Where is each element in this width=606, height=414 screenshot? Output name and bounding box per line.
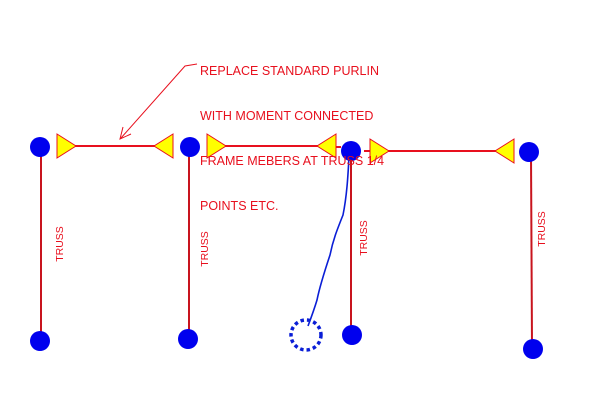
- note-line-3: FRAME MEBERS AT TRUSS 1/4: [200, 154, 385, 168]
- dashed-circle-marker: [289, 318, 323, 352]
- sketch-line: [307, 156, 350, 327]
- truss-label-2: TRUSS: [198, 231, 211, 267]
- node-dot-icon: [341, 141, 361, 161]
- node-dot-icon: [30, 137, 50, 157]
- connector-triangle-icon: [153, 133, 174, 159]
- truss-4-line: [530, 154, 533, 347]
- connector-triangle-icon: [494, 138, 515, 164]
- node-dot-icon: [178, 329, 198, 349]
- truss-label-1: TRUSS: [53, 226, 66, 262]
- connector-triangle-icon: [206, 133, 227, 159]
- node-dot-icon: [30, 331, 50, 351]
- annotation-note: REPLACE STANDARD PURLIN WITH MOMENT CONN…: [200, 34, 384, 229]
- node-dot-icon: [523, 339, 543, 359]
- connector-triangle-icon: [56, 133, 77, 159]
- truss-label-4: TRUSS: [535, 211, 548, 247]
- truss-members: [40, 150, 533, 347]
- node-dot-icon: [180, 137, 200, 157]
- moment-connectors: [56, 133, 515, 164]
- nodes: [30, 137, 543, 359]
- note-line-2: WITH MOMENT CONNECTED: [200, 109, 374, 123]
- connector-triangle-icon: [369, 138, 390, 164]
- note-line-4: POINTS ETC.: [200, 199, 279, 213]
- truss-label-3: TRUSS: [357, 220, 370, 256]
- note-line-1: REPLACE STANDARD PURLIN: [200, 64, 379, 78]
- leader-arrow: [119, 63, 198, 140]
- node-dot-icon: [342, 325, 362, 345]
- connector-triangle-icon: [316, 133, 337, 159]
- frame-beams: [72, 145, 500, 152]
- node-dot-icon: [519, 142, 539, 162]
